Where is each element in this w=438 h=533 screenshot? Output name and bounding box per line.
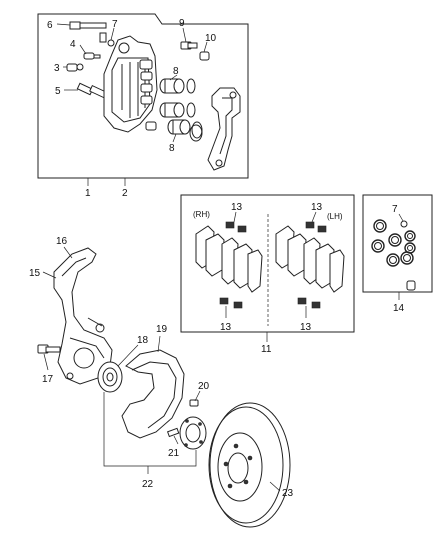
callout-21: 21	[168, 448, 180, 459]
caliper-group: 6 7 4 3 5 9 10 8 8 1 2	[37, 13, 249, 199]
lh-label: (LH)	[327, 212, 343, 221]
callout-7: 7	[112, 19, 118, 30]
callout-19: 19	[156, 324, 168, 335]
callout-10: 10	[205, 33, 217, 44]
hub-stud-20	[189, 399, 199, 407]
steering-knuckle	[53, 247, 113, 385]
callout-11: 11	[261, 344, 272, 355]
callout-14: 14	[393, 303, 405, 314]
callout-13-rh-top: 13	[231, 202, 243, 213]
callout-22: 22	[142, 479, 154, 490]
bracket-bolt-9	[180, 41, 198, 50]
guide-boot-4	[83, 52, 101, 60]
callout-8-top: 8	[173, 66, 179, 77]
pad-kit-group: (RH) (LH)	[180, 194, 355, 355]
seal-kit-boot	[406, 280, 416, 291]
callout-9: 9	[179, 18, 185, 29]
callout-13-lh-top: 13	[311, 202, 323, 213]
piston-set-8	[159, 78, 203, 142]
caliper-body	[103, 35, 158, 133]
washer-10	[199, 51, 210, 61]
callout-13-rh-bottom: 13	[220, 322, 232, 333]
pad-kit-frame	[180, 194, 355, 333]
callout-18: 18	[137, 335, 149, 346]
seal-kit-frame	[362, 194, 433, 293]
callout-1: 1	[85, 188, 91, 199]
wheel-hub-20	[179, 416, 207, 450]
guide-pin-bolt-6	[69, 21, 107, 43]
callout-7-kit: 7	[392, 204, 398, 215]
callout-5: 5	[55, 86, 61, 97]
rh-label: (RH)	[193, 210, 210, 219]
callout-13-lh-bottom: 13	[300, 322, 312, 333]
callout-16: 16	[56, 236, 68, 247]
callout-17: 17	[42, 374, 54, 385]
callout-15: 15	[29, 268, 41, 279]
seal-rings	[371, 219, 416, 267]
callout-2: 2	[122, 188, 128, 199]
callout-23: 23	[282, 488, 294, 499]
brake-rotor-23	[208, 402, 291, 528]
dust-cap-7	[107, 39, 115, 47]
callout-4: 4	[70, 39, 76, 50]
seal-kit-cap	[400, 220, 408, 228]
hub-bearing-18	[97, 361, 123, 393]
lh-brake-pads	[275, 221, 345, 309]
callout-20: 20	[198, 381, 210, 392]
knuckle-bolt-17	[37, 344, 61, 354]
rh-brake-pads	[195, 221, 263, 309]
bleeder-screw-3	[66, 63, 84, 72]
caliper-frame	[37, 13, 249, 179]
bracket-22	[103, 392, 197, 467]
callout-6: 6	[47, 20, 53, 31]
callout-3: 3	[54, 63, 60, 74]
seal-kit-group: 7 14	[362, 194, 433, 314]
callout-8-bottom: 8	[169, 143, 175, 154]
wheel-stud-21	[166, 427, 180, 438]
dust-shield-19	[121, 349, 185, 439]
caliper-bracket	[207, 87, 241, 171]
